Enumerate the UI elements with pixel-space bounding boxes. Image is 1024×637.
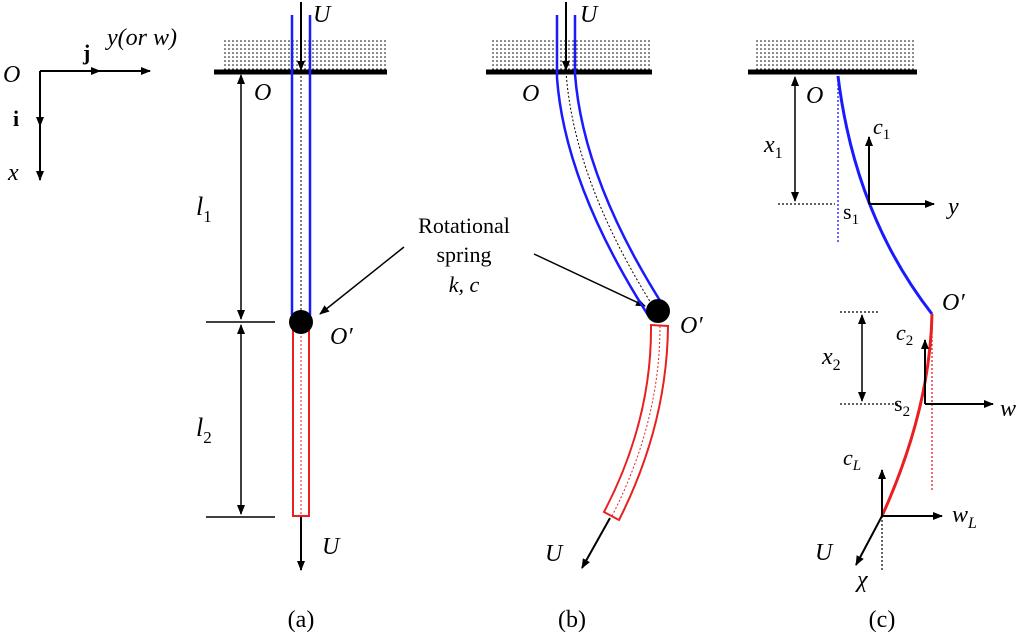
- wL-label: wL: [952, 502, 977, 532]
- panel-b-top-force-label: U: [580, 2, 599, 28]
- panel-a: O U O′ U l1 l2: [196, 2, 387, 571]
- x1-label: x1: [763, 132, 783, 162]
- y-axis-label: y: [946, 194, 959, 220]
- lower-beam-outline: [602, 323, 670, 522]
- panel-a-hinge-label: O′: [330, 324, 353, 350]
- w-axis-label: w: [1000, 396, 1016, 422]
- caption-b: (b): [558, 607, 586, 633]
- ground-hatch: [222, 40, 387, 71]
- panel-b: O U O′ U: [486, 2, 703, 569]
- c2-label: c2: [896, 320, 913, 349]
- panel-a-bottom-force-label: U: [322, 534, 341, 560]
- rotational-spring-hinge: [289, 310, 313, 334]
- upper-beam-left-edge: [555, 15, 650, 316]
- caption-c: (c): [869, 607, 896, 633]
- i-label: i: [13, 106, 19, 131]
- lower-beam-centerline: [611, 325, 661, 517]
- rotational-spring-hinge: [646, 299, 670, 323]
- s1-label: s1: [843, 199, 859, 228]
- panel-b-bottom-force-label: U: [545, 541, 564, 567]
- panel-b-hinge-label: O′: [680, 313, 703, 339]
- c1-label: c1: [873, 114, 890, 143]
- end-force-label: U: [815, 540, 834, 566]
- coordinate-axes: O j y(or w) i x: [3, 25, 177, 186]
- ground-hatch: [755, 40, 915, 71]
- s2-label: s2: [894, 391, 910, 420]
- x2-label: x2: [821, 344, 841, 374]
- ground-hatch: [490, 40, 650, 71]
- panel-c-origin-label: O: [806, 83, 823, 109]
- l1-label: l1: [196, 192, 212, 226]
- caption-a: (a): [288, 607, 315, 633]
- spring-label-line1: Rotational: [418, 213, 510, 238]
- axes-origin-label: O: [3, 62, 20, 88]
- spring-label-line2: spring: [437, 242, 492, 267]
- end-force-arrow: [855, 515, 883, 566]
- upper-deflection-curve: [836, 75, 934, 315]
- l2-label: l2: [196, 413, 212, 447]
- spring-label-line3: k, c: [449, 272, 480, 297]
- rotational-spring-callout: Rotational spring k, c: [319, 213, 646, 315]
- panel-a-origin-label: O: [254, 80, 271, 106]
- x-label: x: [7, 160, 19, 186]
- upper-beam-right-edge: [573, 15, 666, 308]
- panel-c: O O′ x1 c1 s1 y x2 c2 s2 w cL wL U χ: [748, 40, 1016, 593]
- y-label: y(or w): [105, 25, 177, 51]
- lower-deflection-curve: [880, 313, 934, 517]
- bottom-force-arrow: [581, 517, 611, 569]
- spring-pointer-b: [533, 253, 646, 307]
- cL-label: cL: [843, 445, 861, 474]
- panel-a-top-force-label: U: [313, 2, 332, 28]
- spring-pointer-a: [319, 246, 405, 315]
- panel-b-origin-label: O: [522, 81, 539, 107]
- j-label: j: [82, 40, 90, 65]
- panel-c-hinge-label: O′: [942, 290, 965, 316]
- upper-beam-centerline: [565, 71, 657, 312]
- chi-label: χ: [855, 567, 869, 593]
